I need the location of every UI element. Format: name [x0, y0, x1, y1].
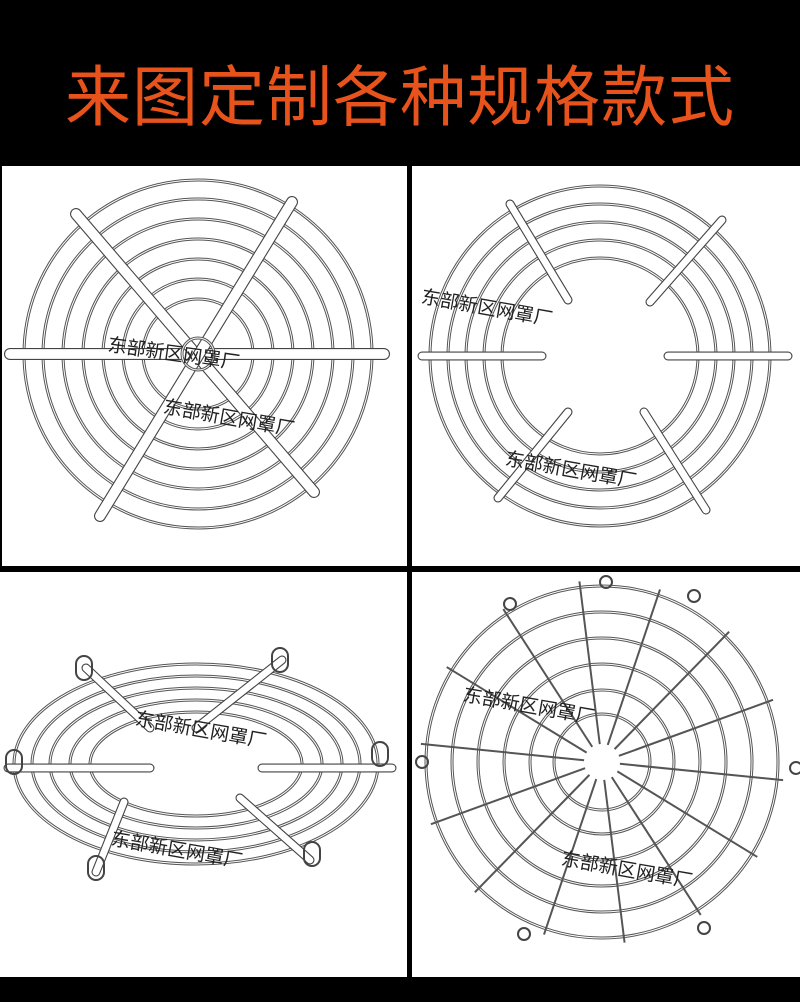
title-banner: 来图定制各种规格款式	[0, 0, 800, 162]
product-image-4: 东部新区网罩厂 东部新区网罩厂	[412, 572, 800, 977]
guard-spoke	[640, 408, 710, 514]
guard-ring	[503, 663, 701, 861]
guard-ring	[476, 636, 728, 888]
radial-spoke	[618, 698, 774, 757]
mounting-eyelet	[789, 761, 800, 775]
mounting-eyelet	[503, 597, 517, 611]
radial-spoke	[610, 776, 702, 916]
guard-spoke	[236, 794, 314, 864]
radial-spoke	[502, 608, 594, 748]
guard-spoke	[92, 798, 128, 876]
radial-spoke	[613, 631, 730, 750]
radial-spoke	[619, 762, 784, 782]
fan-guard-drawing-2	[417, 184, 793, 528]
radial-spoke	[606, 589, 661, 746]
banner-title: 来图定制各种规格款式	[65, 59, 735, 136]
mounting-hook	[371, 741, 389, 767]
guard-spoke	[494, 408, 572, 502]
radial-spoke	[446, 666, 588, 754]
mounting-hook	[271, 647, 289, 673]
guard-hub	[181, 337, 215, 371]
guard-bar	[95, 197, 297, 521]
product-image-3: 东部新区网罩厂 东部新区网罩厂	[0, 572, 407, 977]
mounting-eyelet	[415, 755, 429, 769]
fan-guard-drawing-3	[3, 647, 397, 881]
radial-spoke	[543, 778, 598, 935]
mounting-eyelet	[517, 927, 531, 941]
fan-guard-drawing-1	[4, 178, 390, 530]
product-image-1: 东部新区网罩厂 东部新区网罩厂	[2, 166, 407, 566]
mounting-hook	[303, 841, 321, 867]
product-image-2: 东部新区网罩厂 东部新区网罩厂	[412, 166, 800, 566]
radial-spoke	[603, 779, 626, 943]
guard-spoke	[192, 656, 286, 732]
mounting-eyelet	[697, 921, 711, 935]
guard-spoke	[646, 216, 726, 306]
radial-spoke	[420, 742, 585, 762]
radial-spoke	[578, 581, 601, 745]
radial-spoke	[616, 770, 758, 858]
mounting-eyelet	[599, 575, 613, 589]
mounting-hook	[75, 655, 93, 681]
guard-spoke	[82, 664, 154, 732]
guard-spoke	[506, 200, 572, 304]
mounting-eyelet	[687, 589, 701, 603]
radial-spoke	[430, 767, 586, 826]
guard-ring	[529, 689, 675, 835]
mounting-hook	[87, 855, 105, 881]
fan-guard-drawing-4	[415, 575, 800, 943]
guard-ring	[451, 611, 753, 913]
guard-ring	[477, 637, 727, 887]
guard-ring	[553, 713, 651, 811]
mounting-hook	[5, 749, 23, 775]
radial-spoke	[474, 774, 591, 893]
